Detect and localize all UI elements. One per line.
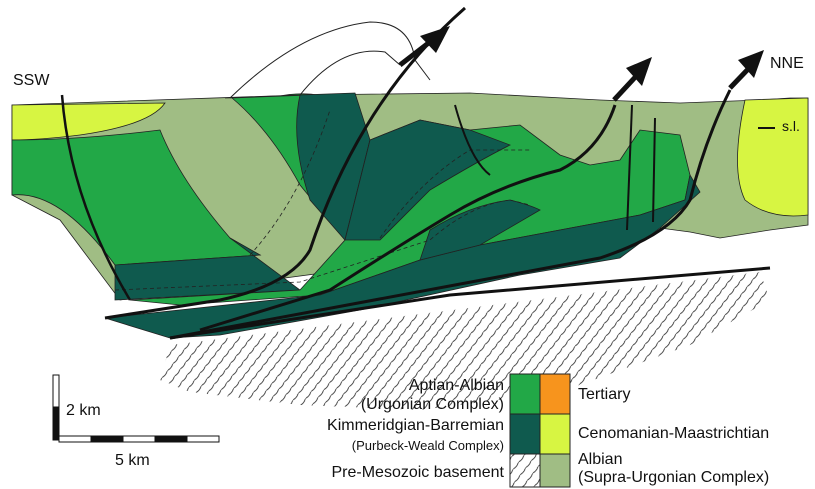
legend-label-basement: Pre-Mesozoic basement	[331, 464, 504, 482]
legend-swatch-tertiary	[540, 374, 570, 414]
horizontal-scale-label: 5 km	[115, 452, 150, 470]
sea-level-label: s.l.	[782, 118, 800, 134]
eroded-outline-outer	[230, 22, 430, 98]
eroded-outline-inner	[300, 51, 400, 95]
legend-label-supra-urgonian-2: (Supra-Urgonian Complex)	[578, 469, 769, 487]
legend-label-supra-urgonian-1: Albian	[578, 451, 622, 469]
legend-swatch-basement	[510, 454, 540, 487]
legend-label-urgonian-1: Aptian-Albian	[409, 377, 504, 395]
thrust-arrow-left	[400, 26, 450, 65]
legend-label-tertiary: Tertiary	[578, 386, 630, 404]
legend-label-purbeck-1: Kimmeridgian-Barremian	[327, 417, 504, 435]
thrust-arrow-right	[730, 50, 764, 88]
legend-swatch-purbeck	[510, 414, 540, 454]
legend-swatch-urgonian	[510, 374, 540, 414]
legend-label-purbeck-2: (Purbeck-Weald Complex)	[352, 438, 504, 453]
legend-label-cenomanian: Cenomanian-Maastrichtian	[578, 425, 769, 443]
section-end-left: SSW	[13, 72, 49, 90]
section-end-right: NNE	[770, 55, 804, 73]
horizontal-scale-bar	[59, 436, 219, 442]
legend-swatch-supra-urgonian	[540, 454, 570, 487]
legend-label-urgonian-2: (Urgonian Complex)	[361, 396, 504, 414]
legend-swatch-cenomanian	[540, 414, 570, 454]
vertical-scale-bar	[53, 375, 59, 440]
cenomanian-unit-right	[738, 98, 809, 216]
vertical-scale-label: 2 km	[66, 402, 101, 420]
thrust-arrow-middle	[614, 57, 652, 100]
